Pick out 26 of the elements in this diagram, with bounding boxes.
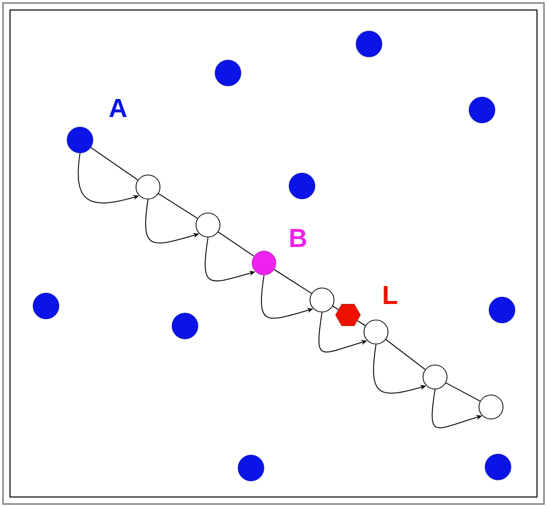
straight-line <box>356 320 366 326</box>
point-label: A <box>109 99 127 117</box>
hop-circle <box>310 288 334 312</box>
point-marker <box>172 312 198 340</box>
point-marker <box>288 172 316 200</box>
point-marker <box>488 296 516 324</box>
point-marker <box>214 60 242 86</box>
hop-circle <box>422 364 448 390</box>
point-marker <box>238 454 264 482</box>
point-label: B <box>290 229 306 247</box>
straight-line <box>218 232 254 257</box>
hop-circle <box>196 212 220 238</box>
hop-circle <box>364 320 388 344</box>
point-label: L <box>384 286 398 304</box>
straight-line <box>385 339 426 370</box>
straight-line <box>158 193 198 219</box>
point-marker <box>356 30 382 58</box>
point-marker <box>32 292 60 320</box>
straight-line <box>274 269 312 294</box>
hop-circle <box>136 174 160 200</box>
straight-line <box>445 382 481 402</box>
straight-line <box>332 306 339 310</box>
point-marker <box>484 454 512 480</box>
hop-circle <box>478 394 504 420</box>
straight-line <box>90 147 138 180</box>
point-marker <box>468 96 496 124</box>
